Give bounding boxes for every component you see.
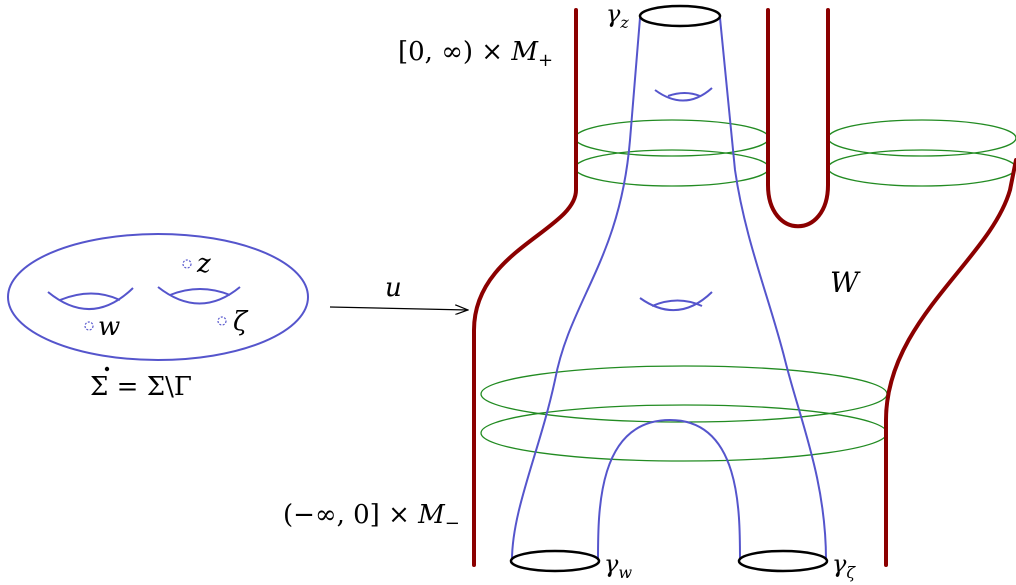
puncture-w-marker (84, 321, 94, 331)
puncture-w-label: w (98, 312, 120, 342)
curve-inner-arch (597, 418, 741, 561)
gamma-w-label: γw (604, 550, 632, 582)
curve-right-boundary (719, 17, 827, 561)
domain-handle-right (157, 286, 241, 305)
curve-handle-top (654, 87, 713, 102)
curve-handle-middle-inner (651, 299, 703, 307)
orbit-gamma-zeta (737, 549, 829, 573)
orbit-gamma-w (509, 549, 601, 573)
domain-handle-left-top (59, 292, 121, 301)
puncture-z-marker (182, 259, 192, 269)
domain-surface: z w ζ (7, 233, 309, 361)
cobordism-label: W (830, 266, 861, 299)
curve-handle-middle (639, 291, 713, 311)
map-label: u (385, 273, 402, 303)
puncture-z-label: z (196, 249, 211, 279)
lower-end-label: (−∞, 0] × M− (283, 500, 460, 534)
orbit-gamma-z (638, 4, 722, 28)
puncture-zeta-marker (217, 316, 227, 326)
domain-label-text: Σ = Σ\Γ (90, 372, 192, 402)
cobordism-left-wall (472, 8, 578, 567)
sigma-dot (104, 366, 110, 372)
holomorphic-curve (511, 17, 827, 561)
domain-ellipse (7, 233, 309, 361)
upper-end-label: [0, ∞) × M+ (398, 37, 553, 71)
curve-left-boundary (511, 17, 641, 561)
reeb-orbits (509, 4, 829, 573)
curve-handle-top-inner (667, 92, 701, 97)
cobordism-w (472, 8, 1016, 567)
puncture-zeta-label: ζ (233, 307, 249, 337)
map-arrow: u (329, 273, 468, 310)
domain-handle-left (47, 287, 134, 311)
slices (480, 119, 1016, 462)
domain-handle-right-top (169, 288, 231, 296)
cobordism-inner-u (766, 8, 830, 229)
gamma-zeta-label: γζ (832, 550, 856, 582)
domain-label: Σ = Σ\Γ (90, 366, 192, 402)
map-arrow-line (329, 307, 468, 310)
gamma-z-label: γz (606, 0, 629, 32)
cobordism-right-wall (884, 158, 1016, 567)
